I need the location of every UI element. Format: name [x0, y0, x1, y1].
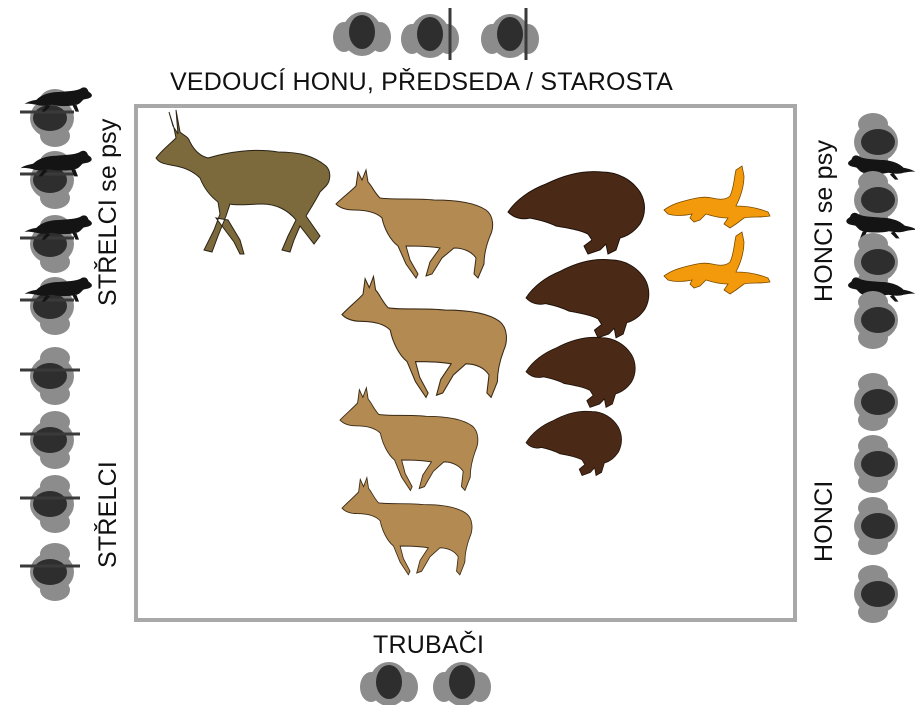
beater-with-dog-icon: [848, 113, 915, 180]
leader-person-icon: [333, 12, 391, 56]
boar-icon: [508, 172, 645, 254]
shooter-icon: [20, 543, 80, 601]
shooters-label: STŘELCI: [96, 461, 121, 568]
fox-icon: [664, 166, 770, 228]
boar-icon: [526, 337, 635, 407]
beater-icon: [854, 565, 898, 623]
doe-icon: [336, 170, 493, 278]
shooter-icon: [20, 475, 80, 533]
shooter-with-dog-icon: [20, 151, 92, 209]
beaters-label: HONCI: [812, 480, 837, 562]
beater-with-dog-icon: [846, 171, 915, 238]
bugler-person-icon: [360, 662, 418, 705]
shooter-with-dog-icon: [20, 87, 92, 147]
bugler-person-icon: [433, 662, 491, 705]
fox-icon: [664, 232, 770, 294]
buglers-label: TRUBAČI: [373, 633, 484, 658]
doe-icon: [342, 478, 472, 575]
doe-icon: [340, 388, 478, 491]
leaders-label: VEDOUCÍ HONU, PŘEDSEDA / STAROSTA: [170, 70, 673, 95]
beater-icon: [854, 435, 898, 493]
beaters-with-dogs-label: HONCI se psy: [812, 140, 837, 302]
boar-icon: [526, 411, 622, 475]
beater-icon: [854, 497, 898, 555]
leader-person-with-gun-icon: [481, 8, 539, 60]
shooters-with-dogs-label: STŘELCI se psy: [96, 118, 121, 306]
shooter-icon: [20, 347, 80, 405]
boar-icon: [526, 260, 649, 338]
beater-with-dog-icon: [848, 233, 915, 302]
doe-icon: [342, 276, 506, 397]
beater-with-dog-icon: [854, 291, 898, 349]
shooter-with-dog-icon: [20, 277, 92, 335]
leader-person-with-gun-icon: [401, 8, 459, 60]
beater-icon: [854, 373, 898, 431]
stag-icon: [156, 110, 330, 254]
shooter-with-dog-icon: [20, 215, 92, 273]
shooter-icon: [20, 411, 80, 469]
